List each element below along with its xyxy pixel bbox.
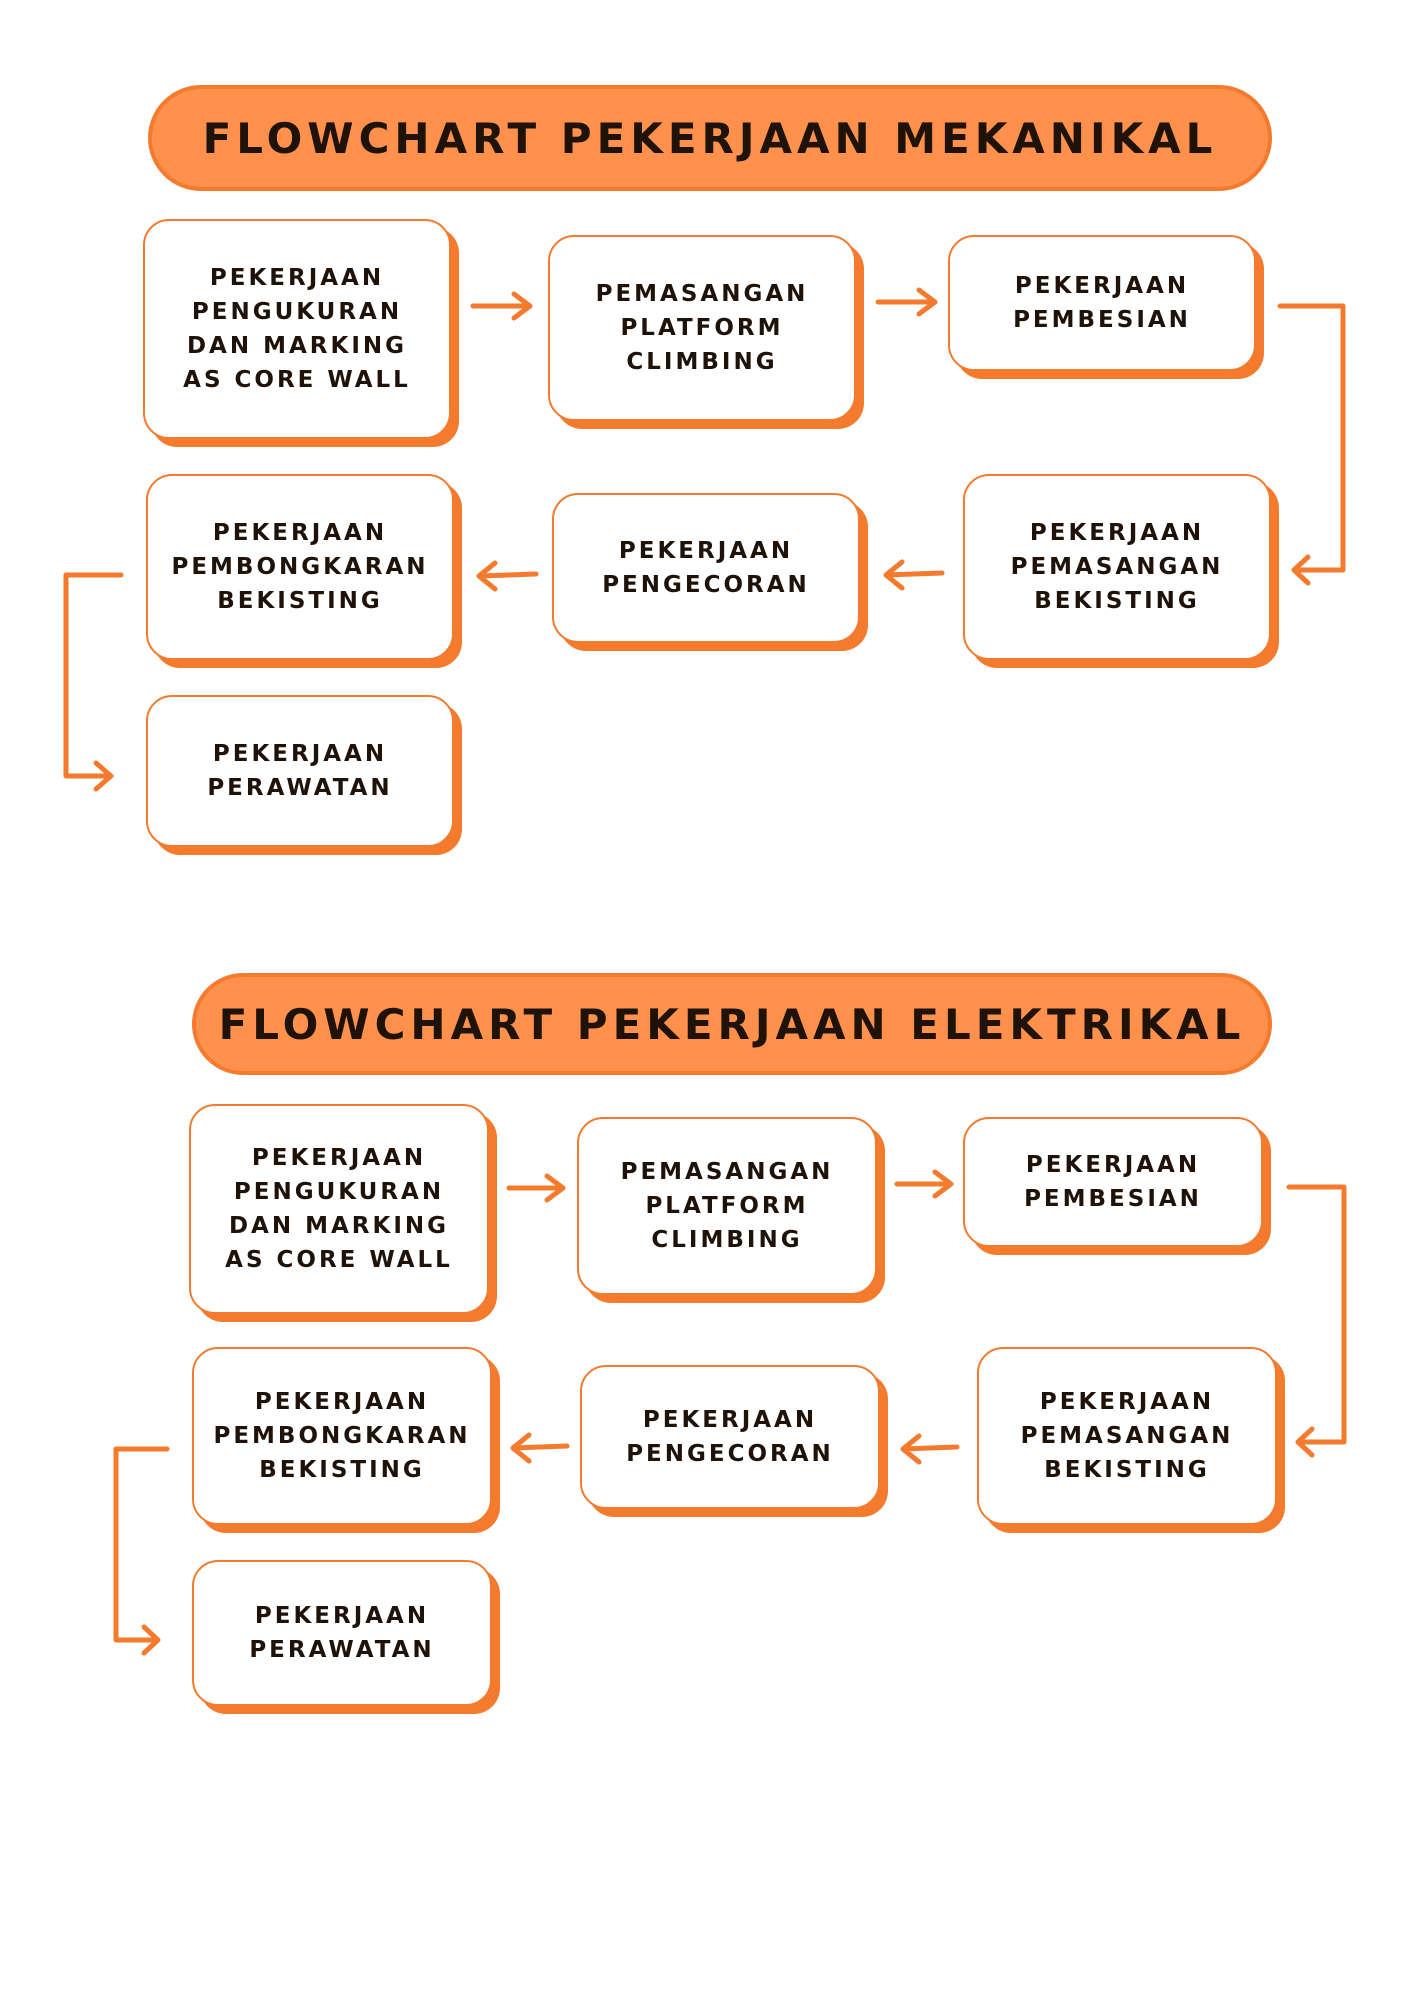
step-label: PEKERJAAN PENGUKURAN DAN MARKING AS CORE… (183, 265, 411, 393)
mekanikal-step-platform-climbing: PEMASANGAN PLATFORM CLIMBING (548, 235, 856, 421)
elektrikal-step-pemasangan-bekisting: PEKERJAAN PEMASANGAN BEKISTING (977, 1347, 1277, 1525)
step-label: PEKERJAAN PEMBONGKARAN BEKISTING (171, 520, 429, 614)
mekanikal-step-pembesian: PEKERJAAN PEMBESIAN (948, 235, 1256, 371)
step-label: PEKERJAAN PEMBONGKARAN BEKISTING (213, 1389, 471, 1483)
elbow-arrow-icon (63, 572, 124, 792)
elektrikal-step-pembongkaran-bekisting: PEKERJAAN PEMBONGKARAN BEKISTING (192, 1347, 492, 1525)
elbow-arrow-icon (113, 1446, 170, 1656)
step-label: PEKERJAAN PENGECORAN (602, 538, 810, 598)
elektrikal-step-platform-climbing: PEMASANGAN PLATFORM CLIMBING (577, 1117, 877, 1295)
step-label: PEKERJAAN PENGECORAN (626, 1407, 834, 1467)
mekanikal-step-perawatan: PEKERJAAN PERAWATAN (146, 695, 454, 847)
step-label: PEKERJAAN PEMBESIAN (1013, 273, 1191, 333)
elbow-arrow-icon (1286, 1184, 1347, 1458)
mekanikal-title-banner: FLOWCHART PEKERJAAN MEKANIKAL (148, 85, 1272, 191)
elektrikal-step-pembesian: PEKERJAAN PEMBESIAN (963, 1117, 1263, 1247)
mekanikal-step-pengecoran: PEKERJAAN PENGECORAN (552, 493, 860, 643)
step-label: PEKERJAAN PERAWATAN (207, 741, 393, 801)
arrow-left-icon (476, 560, 539, 592)
elbow-arrow-icon (1277, 303, 1346, 586)
arrow-right-icon (506, 1173, 566, 1203)
step-label: PEKERJAAN PEMASANGAN BEKISTING (1020, 1389, 1234, 1483)
step-label: PEKERJAAN PENGUKURAN DAN MARKING AS CORE… (225, 1145, 453, 1273)
arrow-left-icon (883, 559, 945, 591)
elektrikal-step-pengukuran: PEKERJAAN PENGUKURAN DAN MARKING AS CORE… (189, 1104, 489, 1314)
mekanikal-title: FLOWCHART PEKERJAAN MEKANIKAL (202, 113, 1218, 163)
mekanikal-step-pengukuran: PEKERJAAN PENGUKURAN DAN MARKING AS CORE… (143, 219, 451, 439)
step-label: PEKERJAAN PEMBESIAN (1024, 1152, 1202, 1212)
step-label: PEKERJAAN PEMASANGAN BEKISTING (1010, 520, 1224, 614)
elektrikal-step-perawatan: PEKERJAAN PERAWATAN (192, 1560, 492, 1706)
mekanikal-step-pembongkaran-bekisting: PEKERJAAN PEMBONGKARAN BEKISTING (146, 474, 454, 660)
step-label: PEKERJAAN PERAWATAN (249, 1603, 435, 1663)
arrow-right-icon (875, 287, 938, 317)
elektrikal-step-pengecoran: PEKERJAAN PENGECORAN (580, 1365, 880, 1509)
arrow-right-icon (894, 1169, 954, 1199)
elektrikal-title: FLOWCHART PEKERJAAN ELEKTRIKAL (218, 999, 1246, 1049)
elektrikal-title-banner: FLOWCHART PEKERJAAN ELEKTRIKAL (192, 973, 1272, 1075)
step-label: PEMASANGAN PLATFORM CLIMBING (620, 1159, 834, 1253)
step-label: PEMASANGAN PLATFORM CLIMBING (595, 281, 809, 375)
arrow-left-icon (900, 1433, 960, 1465)
arrow-left-icon (510, 1432, 570, 1464)
mekanikal-step-pemasangan-bekisting: PEKERJAAN PEMASANGAN BEKISTING (963, 474, 1271, 660)
arrow-right-icon (470, 291, 533, 321)
